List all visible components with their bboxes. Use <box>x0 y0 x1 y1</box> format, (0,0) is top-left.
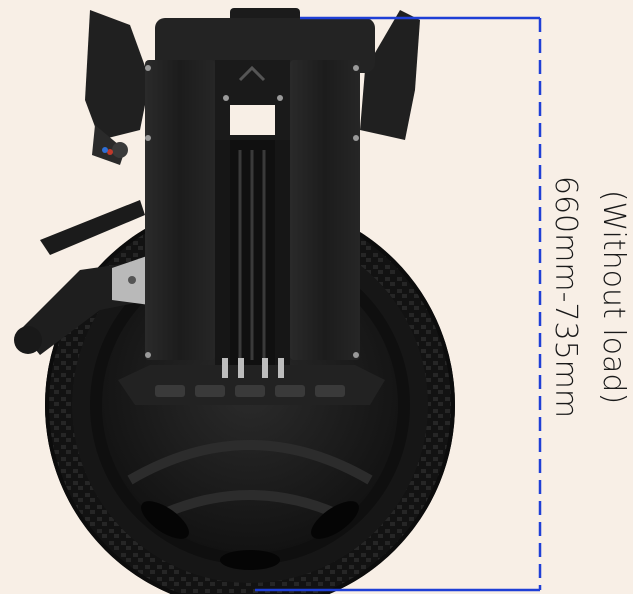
foot-pedals <box>118 358 385 405</box>
without-load-label: (Without load) <box>596 189 631 405</box>
kickstand <box>14 200 150 355</box>
height-dimension-line <box>255 16 542 592</box>
height-range-label: 660mm-735mm <box>548 175 583 419</box>
main-body <box>145 18 375 370</box>
